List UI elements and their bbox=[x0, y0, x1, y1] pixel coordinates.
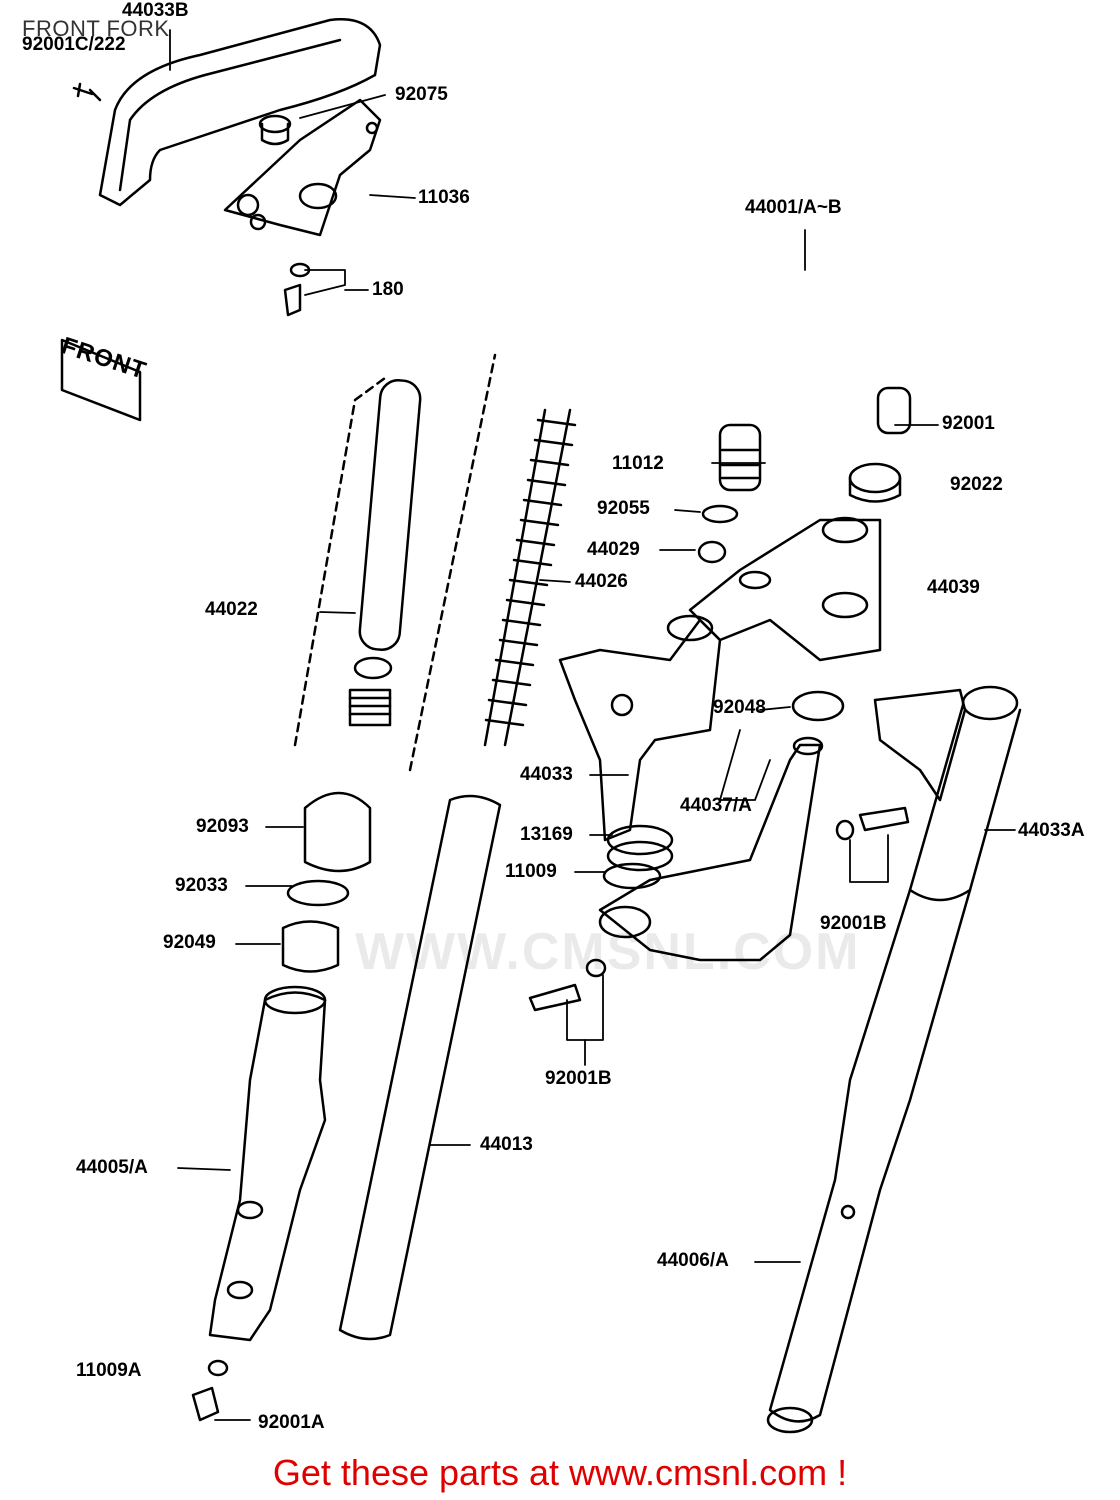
part-label-44029: 44029 bbox=[587, 539, 640, 560]
part-label-44026: 44026 bbox=[575, 571, 628, 592]
part-label-92055: 92055 bbox=[597, 498, 650, 519]
part-label-44033: 44033 bbox=[520, 764, 573, 785]
inner-tube-part bbox=[338, 794, 502, 1341]
part-label-92075: 92075 bbox=[395, 84, 448, 105]
part-label-11036: 11036 bbox=[418, 187, 470, 208]
part-label-44013: 44013 bbox=[480, 1134, 533, 1155]
front-tag-outline bbox=[60, 338, 142, 422]
part-label-92001c: 92001C/222 bbox=[22, 34, 126, 55]
headlight-cover-part bbox=[98, 18, 382, 207]
part-label-13169: 13169 bbox=[520, 824, 573, 845]
part-label-92093: 92093 bbox=[196, 816, 249, 837]
part-label-44033b: 44033B bbox=[122, 0, 189, 21]
part-label-92049: 92049 bbox=[163, 932, 216, 953]
footer-link-text[interactable]: Get these parts at www.cmsnl.com ! bbox=[272, 1452, 848, 1493]
leader-lines bbox=[169, 29, 1016, 1421]
part-label-11012: 11012 bbox=[612, 453, 664, 474]
part-label-11009a: 11009A bbox=[76, 1360, 142, 1381]
part-label-180: 180 bbox=[372, 279, 404, 300]
right-outer-tube-part bbox=[766, 685, 1022, 1434]
part-label-92001b-right: 92001B bbox=[820, 913, 887, 934]
part-label-92001a: 92001A bbox=[258, 1412, 325, 1433]
part-label-44005a: 44005/A bbox=[76, 1157, 148, 1178]
part-label-44001: 44001/A~B bbox=[745, 197, 842, 218]
part-label-92022: 92022 bbox=[950, 474, 1003, 495]
bracket-11036-part bbox=[223, 98, 382, 237]
screw-92001c-part bbox=[72, 82, 102, 102]
bolt-180-part bbox=[283, 262, 311, 317]
grommet-92075-part bbox=[258, 114, 292, 146]
fork-spring-part bbox=[483, 408, 577, 747]
upper-bracket-part bbox=[688, 386, 912, 662]
part-label-44006a: 44006/A bbox=[657, 1250, 729, 1271]
damper-rod-group bbox=[293, 353, 497, 772]
page-title: FRONT FORK bbox=[22, 16, 170, 41]
left-outer-tube-part bbox=[191, 985, 327, 1422]
part-label-92033: 92033 bbox=[175, 875, 228, 896]
part-label-44037a: 44037/A bbox=[680, 795, 752, 816]
part-label-92001b-center: 92001B bbox=[545, 1068, 612, 1089]
part-label-44022: 44022 bbox=[205, 599, 258, 620]
bearing-parts bbox=[602, 824, 674, 890]
part-label-92048: 92048 bbox=[713, 697, 766, 718]
part-label-44039: 44039 bbox=[927, 577, 980, 598]
part-label-92001: 92001 bbox=[942, 413, 995, 434]
steering-stem-part bbox=[558, 614, 845, 842]
watermark-text: WWW.CMSNL.COM bbox=[355, 923, 861, 981]
part-label-44033a: 44033A bbox=[1018, 820, 1085, 841]
lower-bracket-part bbox=[528, 736, 910, 1012]
fork-seal-parts bbox=[281, 791, 372, 973]
part-label-11009: 11009 bbox=[505, 861, 557, 882]
